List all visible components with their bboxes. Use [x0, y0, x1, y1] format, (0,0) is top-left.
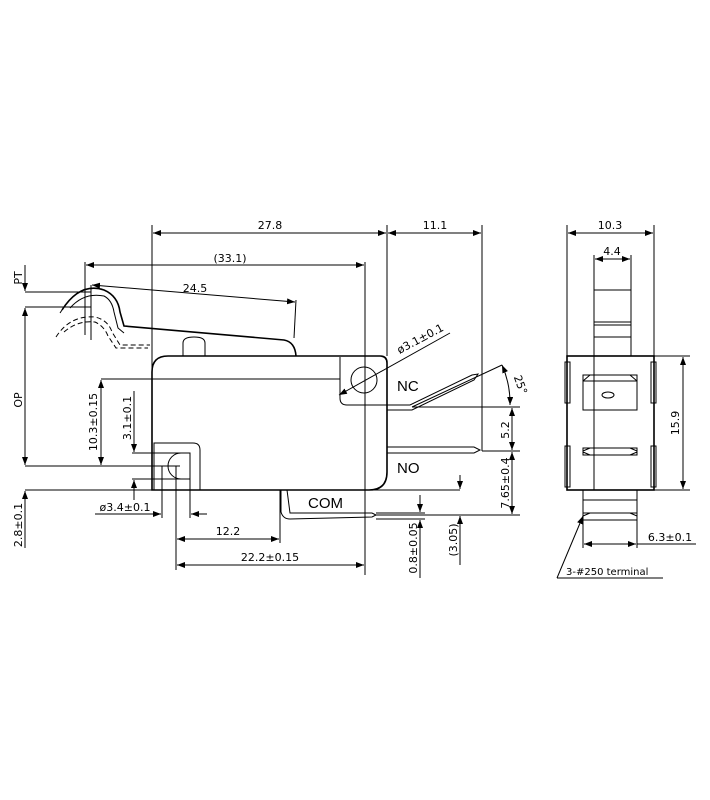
dim-nc-no-spacing: 5.2 [499, 421, 512, 439]
dim-hole-dia-right: ø3.1±0.1 [395, 321, 446, 356]
dim-hole-slot: 3.1±0.1 [121, 396, 134, 440]
dim-terminal-width: 6.3±0.1 [648, 531, 692, 544]
label-no: NO [397, 460, 420, 477]
terminal-note: 3-#250 terminal [566, 567, 648, 578]
dim-lever-length-ref: (33.1) [213, 252, 246, 265]
right-mounting-hole [350, 366, 378, 394]
dim-hole-dia-left: ø3.4±0.1 [100, 501, 151, 514]
end-slot [582, 447, 638, 456]
end-view: 10.3 4.4 15.9 6.3±0.1 3-#250 terminal [556, 219, 696, 579]
dim-bottom-offset: 2.8±0.1 [12, 503, 25, 547]
dim-nc-angle: 25° [511, 373, 530, 396]
dim-com-offset: 12.2 [216, 525, 241, 538]
com-terminal [280, 489, 378, 520]
dim-end-width: 10.3 [598, 219, 623, 232]
end-terminal [582, 489, 638, 521]
side-view: 27.8 11.1 (33.1) 24.5 PT OP 2.8±0.1 10.3… [12, 219, 530, 578]
dim-hole-height: 10.3±0.15 [87, 393, 100, 451]
end-window [582, 374, 638, 411]
dim-hole-spacing: 22.2±0.15 [241, 551, 299, 564]
dim-lever-length: 24.5 [183, 282, 208, 295]
end-actuator [593, 289, 632, 357]
label-com: COM [308, 495, 343, 512]
dim-com-offset-ref: (3.05) [447, 523, 460, 556]
plunger [182, 336, 206, 356]
left-mounting-hole [167, 452, 191, 480]
dim-pt: PT [12, 271, 25, 285]
dim-actuator-width: 4.4 [603, 245, 621, 258]
dim-com-thickness: 0.8±0.05 [407, 522, 420, 573]
dim-body-length: 27.8 [258, 219, 283, 232]
dim-op: OP [12, 392, 25, 408]
dim-no-height: 7.65±0.4 [499, 457, 512, 508]
lever [61, 287, 297, 357]
dim-end-height: 15.9 [669, 411, 682, 436]
dim-terminal-extent: 11.1 [423, 219, 448, 232]
lever-pressed [55, 316, 150, 346]
switch-body [151, 355, 388, 491]
label-nc: NC [397, 378, 419, 395]
no-terminal [387, 446, 482, 454]
nc-terminal [387, 373, 480, 411]
end-body [566, 355, 655, 491]
nc-hole-boss [339, 357, 387, 406]
left-hole-boss [153, 442, 201, 490]
